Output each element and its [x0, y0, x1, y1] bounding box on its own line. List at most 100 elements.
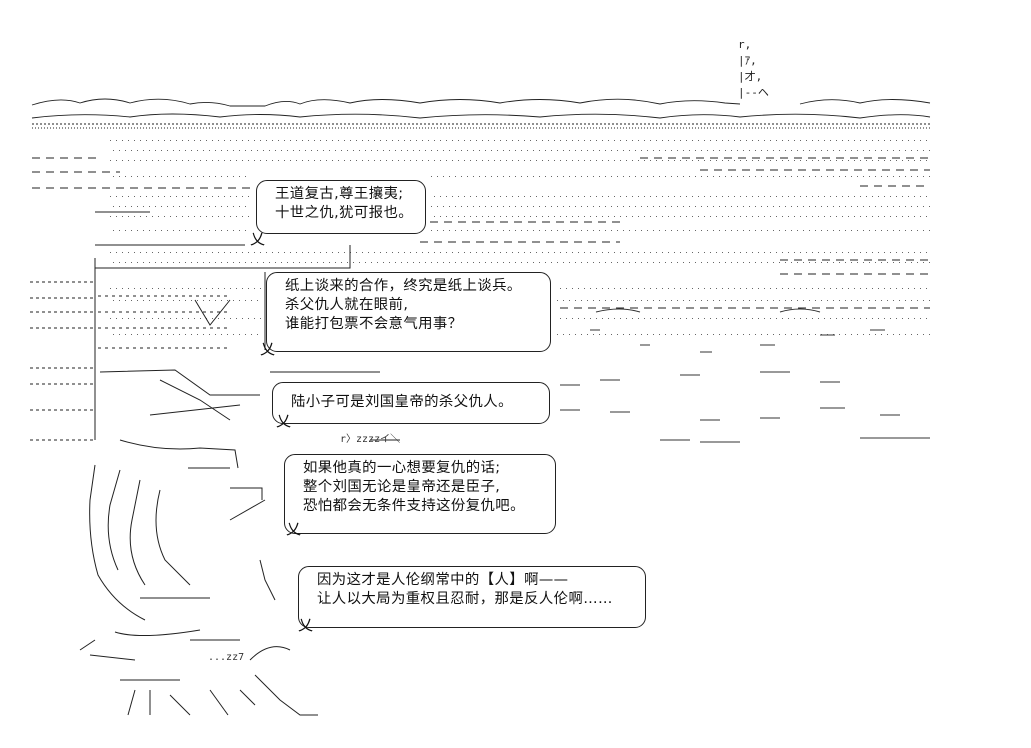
background-dot: [608, 318, 609, 319]
background-dot: [701, 334, 702, 335]
background-dot: [248, 196, 249, 197]
background-dot: [707, 300, 708, 301]
background-dot: [374, 160, 375, 161]
background-dot: [887, 150, 888, 151]
background-dot: [611, 230, 612, 231]
background-dot: [284, 252, 285, 253]
background-dot: [167, 230, 168, 231]
background-dot: [779, 206, 780, 207]
bubble-5-tail: 乂: [298, 616, 314, 634]
background-dot: [815, 334, 816, 335]
background-dot: [443, 150, 444, 151]
background-dot: [575, 230, 576, 231]
background-dot: [209, 150, 210, 151]
background-dot: [131, 300, 132, 301]
background-dot: [545, 262, 546, 263]
background-dot: [926, 252, 927, 253]
background-dot: [116, 140, 117, 141]
background-dot: [623, 300, 624, 301]
background-dot: [731, 262, 732, 263]
background-dot: [539, 206, 540, 207]
background-dot: [446, 252, 447, 253]
background-dot: [632, 140, 633, 141]
background-dot: [134, 252, 135, 253]
background-dot: [410, 252, 411, 253]
background-dot: [236, 216, 237, 217]
background-dot: [278, 160, 279, 161]
background-dot: [677, 176, 678, 177]
background-dot: [674, 196, 675, 197]
background-dot: [806, 288, 807, 289]
background-dot: [161, 230, 162, 231]
background-dot: [215, 262, 216, 263]
background-dot: [773, 300, 774, 301]
background-dot: [455, 206, 456, 207]
background-dot: [824, 140, 825, 141]
background-dot: [758, 318, 759, 319]
background-dot: [554, 160, 555, 161]
background-dot: [740, 160, 741, 161]
background-dot: [914, 160, 915, 161]
background-dot: [359, 262, 360, 263]
background-dot: [860, 196, 861, 197]
background-dot: [815, 300, 816, 301]
background-dot: [140, 288, 141, 289]
background-dot: [179, 150, 180, 151]
background-dot: [335, 262, 336, 263]
background-dot: [401, 150, 402, 151]
background-dot: [149, 230, 150, 231]
background-dot: [221, 230, 222, 231]
background-dot: [827, 150, 828, 151]
background-dot: [137, 206, 138, 207]
background-dot: [305, 150, 306, 151]
background-dot: [737, 150, 738, 151]
background-dot: [383, 150, 384, 151]
background-dot: [497, 230, 498, 231]
background-dot: [860, 216, 861, 217]
background-dot: [788, 288, 789, 289]
background-dot: [773, 334, 774, 335]
background-dot: [173, 206, 174, 207]
background-dot: [716, 196, 717, 197]
background-dot: [320, 252, 321, 253]
background-dot: [362, 160, 363, 161]
background-dot: [581, 176, 582, 177]
background-dot: [770, 318, 771, 319]
background-dot: [848, 252, 849, 253]
speech-bubble-1: 王道复古,尊王攘夷; 十世之仇,犹可报也。: [256, 180, 426, 234]
background-dot: [635, 150, 636, 151]
background-dot: [170, 318, 171, 319]
background-dot: [755, 230, 756, 231]
background-dot: [155, 176, 156, 177]
background-dot: [131, 150, 132, 151]
background-dot: [869, 230, 870, 231]
background-dot: [569, 150, 570, 151]
background-dot: [884, 140, 885, 141]
background-dot: [602, 160, 603, 161]
background-dot: [386, 160, 387, 161]
background-dot: [407, 262, 408, 263]
background-dot: [713, 176, 714, 177]
background-dot: [617, 150, 618, 151]
background-dot: [650, 288, 651, 289]
background-dot: [194, 196, 195, 197]
background-dot: [494, 160, 495, 161]
background-dot: [920, 318, 921, 319]
background-dot: [521, 206, 522, 207]
background-dot: [326, 252, 327, 253]
background-dot: [785, 230, 786, 231]
background-dot: [845, 206, 846, 207]
background-dot: [623, 150, 624, 151]
background-dot: [836, 216, 837, 217]
background-dot: [662, 216, 663, 217]
background-dot: [752, 196, 753, 197]
background-dot: [176, 252, 177, 253]
background-dot: [602, 288, 603, 289]
background-dot: [665, 262, 666, 263]
background-dot: [446, 216, 447, 217]
background-dot: [686, 216, 687, 217]
background-dot: [482, 196, 483, 197]
background-dot: [434, 252, 435, 253]
background-dot: [713, 300, 714, 301]
background-dot: [773, 230, 774, 231]
